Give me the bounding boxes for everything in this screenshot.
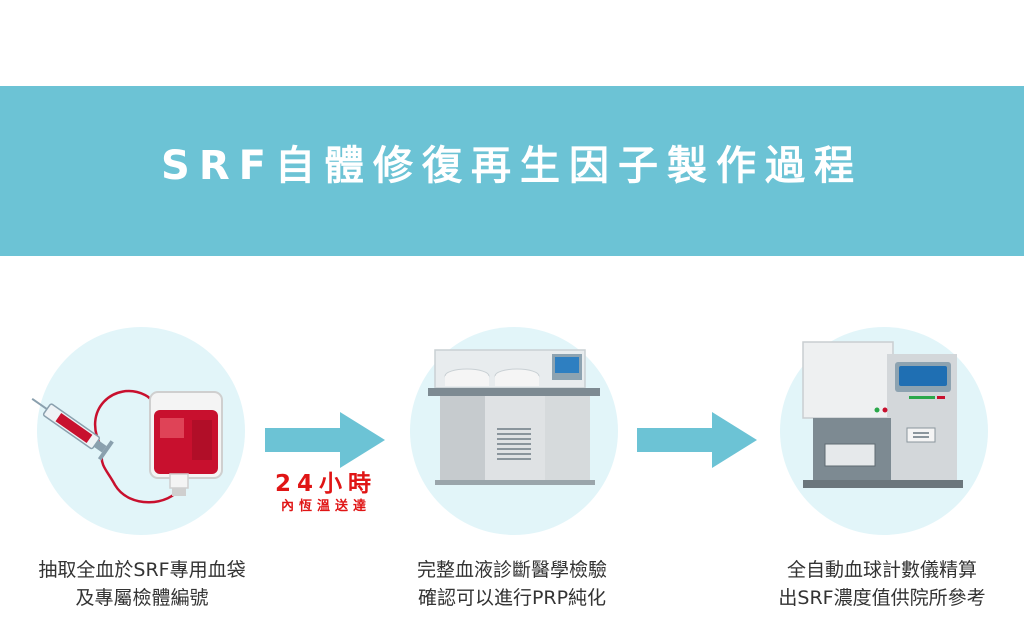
title-banner: SRF自體修復再生因子製作過程 [0, 86, 1024, 256]
step-2-caption-line1: 完整血液診斷醫學檢驗 [416, 559, 607, 581]
step-2-caption-line2: 確認可以進行PRP純化 [417, 587, 607, 609]
step-1-caption: 抽取全血於SRF專用血袋 及專屬檢體編號 [2, 556, 282, 612]
arrow-right-icon [265, 412, 385, 468]
arrow-right-icon [637, 412, 757, 468]
step-3-caption-line1: 全自動血球計數儀精算 [786, 559, 977, 581]
blood-counter-icon [802, 341, 963, 488]
step-1-caption-line1: 抽取全血於SRF專用血袋 [38, 559, 246, 581]
blood-bag-icon [31, 389, 223, 504]
step-3-caption-line2: 出SRF濃度值供院所參考 [778, 587, 986, 609]
lab-analyzer-icon [428, 349, 600, 485]
transport-note-detail: 內恆溫送達 [280, 499, 371, 514]
transport-note-hours: 24小時 [274, 471, 377, 497]
step-1-caption-line2: 及專屬檢體編號 [75, 587, 209, 609]
transport-note: 24小時 內恆溫送達 [256, 470, 396, 516]
step-2-caption: 完整血液診斷醫學檢驗 確認可以進行PRP純化 [372, 556, 652, 612]
step-3-caption: 全自動血球計數儀精算 出SRF濃度值供院所參考 [742, 556, 1022, 612]
page-title: SRF自體修復再生因子製作過程 [161, 143, 863, 189]
